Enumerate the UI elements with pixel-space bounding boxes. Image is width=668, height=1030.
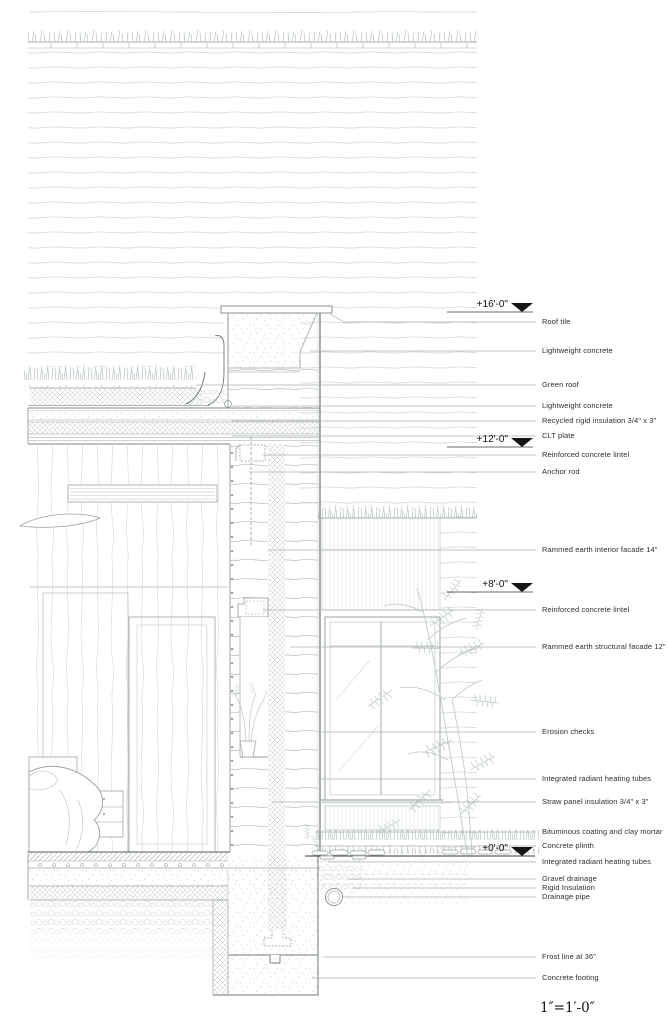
annotation-interior-facade: Rammed earth interior facade 14"	[542, 545, 658, 554]
concrete-lintel-upper	[239, 444, 266, 462]
annotation-radiant-tubes-wall: Integrated radiant heating tubes	[542, 774, 652, 783]
elevation-label-16: +16'-0"	[476, 299, 508, 310]
annotation-straw-insulation: Straw panel insulation 3/4" x 3"	[542, 797, 649, 806]
annotation-radiant-tubes-floor: Integrated radiant heating tubes	[542, 857, 652, 866]
annotation-clt-plate: CLT plate	[542, 431, 575, 440]
wall-assembly	[229, 313, 321, 930]
roof-assembly	[27, 407, 320, 445]
annotation-lintel-upper: Reinforced concrete lintel	[542, 450, 630, 459]
elevation-label-0: +0'-0"	[482, 843, 508, 854]
annotation-erosion-checks: Erosion checks	[542, 727, 595, 736]
elevation-marker-icon	[511, 303, 533, 312]
elevation-marker-icon	[511, 438, 533, 447]
elevation-marker-icon	[511, 847, 533, 856]
annotation-rigid-insulation: Rigid Insulation	[542, 883, 595, 892]
annotation-roof-tile: Roof tile	[542, 317, 571, 326]
wall-louver	[67, 484, 218, 503]
pine-tree	[300, 576, 501, 859]
window-elevation	[315, 504, 540, 854]
rammed-earth-panel	[321, 517, 441, 611]
annotation-structural-facade: Rammed earth structural facade 12"	[542, 642, 666, 651]
bed	[28, 756, 103, 853]
straw-panel-insulation	[268, 444, 285, 930]
perimeter-insulation	[212, 899, 229, 996]
elevation-marker-icon	[511, 583, 533, 592]
annotation-green-roof: Green roof	[542, 380, 579, 389]
annotation-gravel-drainage: Gravel drainage	[542, 874, 597, 883]
floor-screed	[28, 853, 228, 861]
annotation-lightweight-concrete-1: Lightweight concrete	[542, 346, 613, 355]
annotation-lintel-lower: Reinforced concrete lintel	[542, 605, 630, 614]
annotation-bituminous-coating: Bituminous coating and clay mortar	[542, 827, 663, 836]
elevation-label-12: +12'-0"	[476, 434, 508, 445]
annotation-anchor-rod: Anchor rod	[542, 467, 580, 476]
green-roof	[24, 335, 232, 408]
scale-label: 1″=1′-0″	[540, 1000, 595, 1016]
gravel-drainage-bed	[30, 900, 213, 930]
wall-niche	[240, 617, 268, 757]
wall-shelf	[18, 513, 102, 528]
radiant-heating-tubes	[38, 863, 224, 867]
annotation-concrete-footing: Concrete footing	[542, 973, 599, 982]
elevation-label-8: +8'-0"	[482, 579, 508, 590]
stepping-stones	[311, 848, 512, 860]
window-frame	[324, 616, 441, 801]
annotation-recycled-insulation: Recycled rigid insulation 3/4" x 3"	[542, 416, 657, 425]
window-spandrel-vent	[324, 805, 441, 831]
concrete-footing	[228, 955, 318, 995]
upper-green-roof-edge	[28, 28, 477, 49]
floor-and-foundation	[27, 851, 320, 996]
annotation-frost-line: Frost line at 36"	[542, 952, 596, 961]
annotation-lightweight-concrete-2: Lightweight concrete	[542, 401, 613, 410]
annotation-drainage-pipe: Drainage pipe	[542, 892, 590, 901]
annotation-concrete-plinth: Concrete plinth	[542, 841, 594, 850]
rammed-earth-structural-facade	[285, 444, 318, 855]
roof-tile-coping	[220, 305, 333, 314]
parapet	[220, 305, 333, 408]
elevation-datum-markers	[447, 303, 533, 857]
vase-with-branches	[230, 681, 271, 758]
leader-lines	[196, 313, 536, 979]
rigid-insulation	[30, 886, 228, 900]
interior	[18, 444, 271, 853]
rammed-earth-elevation-backdrop	[28, 11, 478, 855]
